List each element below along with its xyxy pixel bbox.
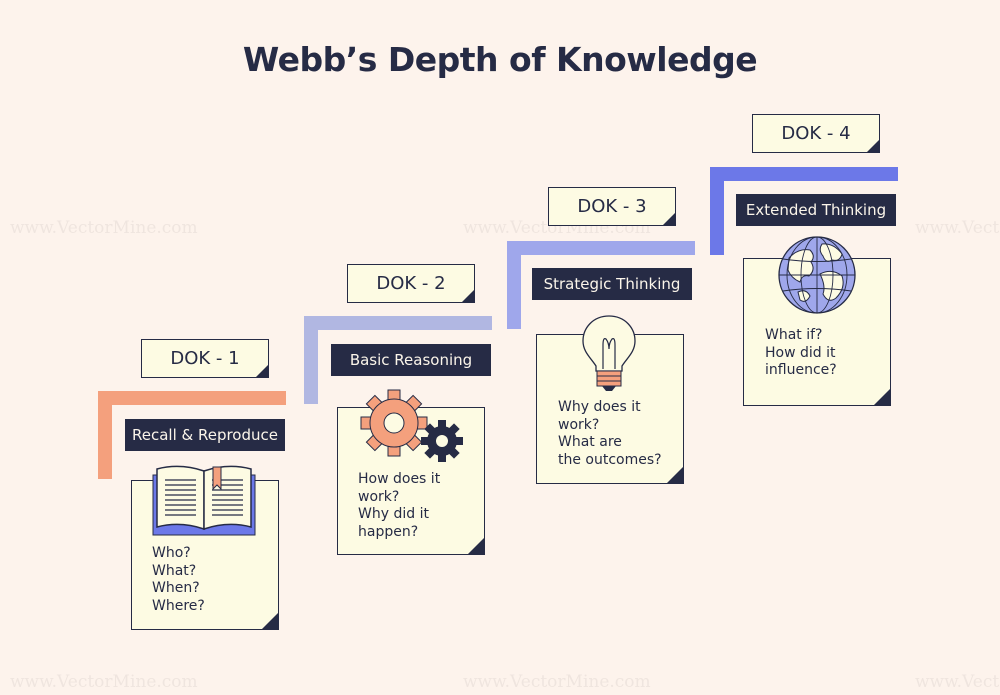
step-1-side-bar bbox=[98, 391, 112, 479]
step-3-side-bar bbox=[507, 241, 521, 329]
step-3-top-bar bbox=[507, 241, 695, 255]
level-1-questions: Who? What? When? Where? bbox=[152, 545, 205, 614]
watermark: www.VectorMine.com bbox=[915, 672, 1000, 692]
step-1-top-bar bbox=[98, 391, 286, 405]
watermark: www.VectorMine.com bbox=[10, 218, 198, 238]
dok-1-label: DOK - 1 bbox=[141, 339, 269, 378]
open-book-icon bbox=[152, 465, 256, 536]
level-1-name: Recall & Reproduce bbox=[125, 419, 285, 451]
step-2-side-bar bbox=[304, 316, 318, 404]
level-2-questions: How does it work? Why did it happen? bbox=[358, 471, 441, 540]
step-4-top-bar bbox=[710, 167, 898, 181]
watermark: www.VectorMine.com bbox=[10, 672, 198, 692]
dok-4-label: DOK - 4 bbox=[752, 114, 880, 153]
step-2-top-bar bbox=[304, 316, 492, 330]
watermark: www.VectorMine.com bbox=[915, 218, 1000, 238]
level-2-name: Basic Reasoning bbox=[331, 344, 491, 376]
page-title: Webb’s Depth of Knowledge bbox=[242, 40, 758, 79]
level-4-questions: What if? How did it influence? bbox=[765, 327, 837, 378]
watermark: www.VectorMine.com bbox=[463, 672, 651, 692]
dok-2-label: DOK - 2 bbox=[347, 264, 475, 303]
level-3-questions: Why does it work? What are the outcomes? bbox=[558, 399, 662, 468]
light-bulb-icon bbox=[582, 315, 636, 391]
step-4-side-bar bbox=[710, 167, 724, 255]
dok-3-label: DOK - 3 bbox=[548, 187, 676, 226]
level-3-name: Strategic Thinking bbox=[532, 268, 692, 300]
level-4-name: Extended Thinking bbox=[736, 194, 896, 226]
gears-icon bbox=[360, 389, 463, 462]
globe-icon bbox=[778, 236, 856, 314]
